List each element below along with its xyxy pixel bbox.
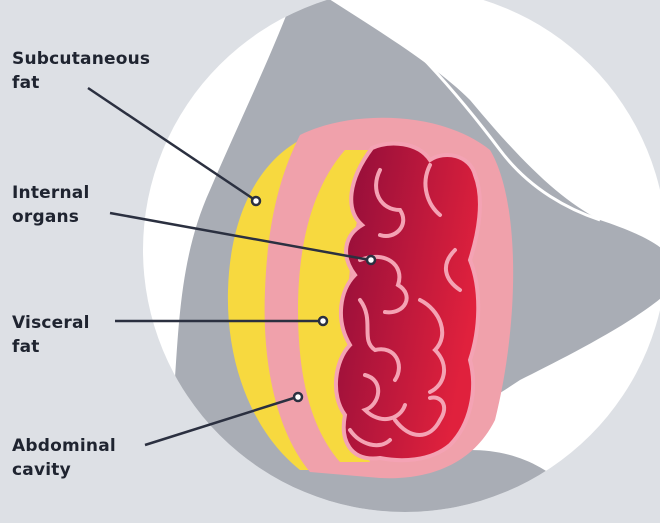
dot-internal-organs: [367, 256, 375, 264]
label-subcutaneous-fat-line1: Subcutaneous: [12, 47, 150, 71]
label-visceral-fat-line2: fat: [12, 335, 90, 359]
dot-visceral-fat: [319, 317, 327, 325]
label-subcutaneous-fat: Subcutaneous fat: [12, 47, 150, 95]
label-subcutaneous-fat-line2: fat: [12, 71, 150, 95]
dot-subcutaneous-fat: [252, 197, 260, 205]
dot-abdominal-cavity: [294, 393, 302, 401]
label-abdominal-cavity-line2: cavity: [12, 458, 116, 482]
label-internal-organs-line2: organs: [12, 205, 89, 229]
label-abdominal-cavity: Abdominal cavity: [12, 434, 116, 482]
label-visceral-fat: Visceral fat: [12, 311, 90, 359]
label-internal-organs: Internal organs: [12, 181, 89, 229]
label-internal-organs-line1: Internal: [12, 181, 89, 205]
label-visceral-fat-line1: Visceral: [12, 311, 90, 335]
label-abdominal-cavity-line1: Abdominal: [12, 434, 116, 458]
